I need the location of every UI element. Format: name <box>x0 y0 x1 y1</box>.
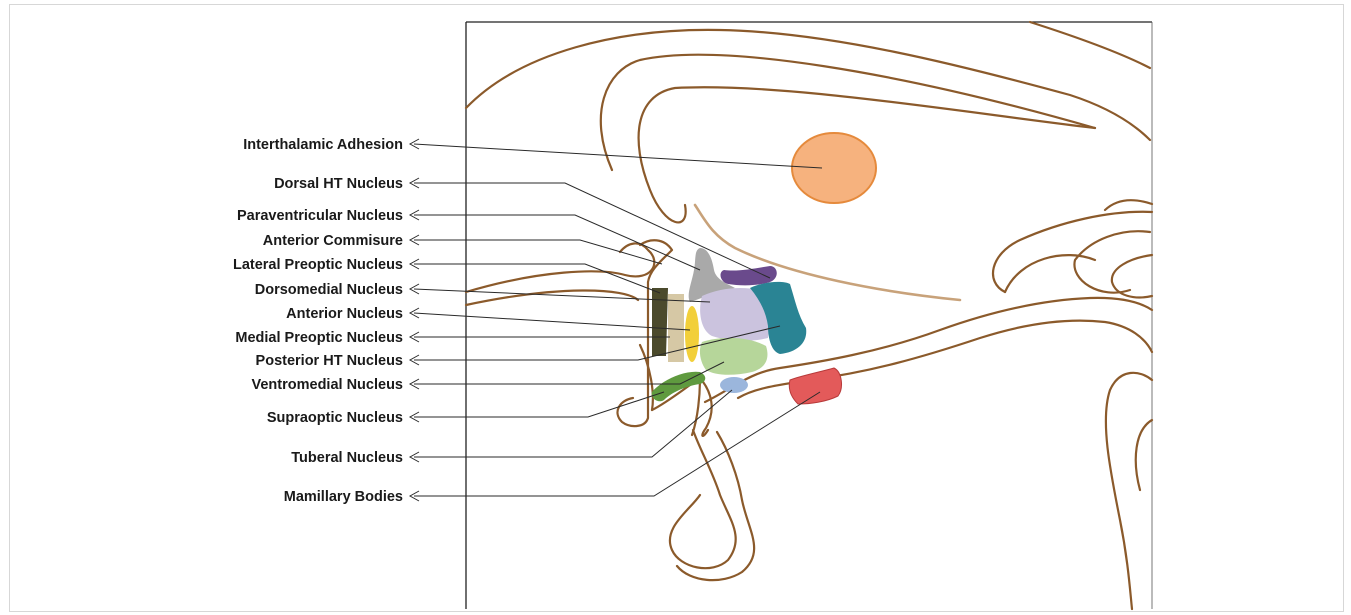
label-dorsal-ht-nucleus: Dorsal HT Nucleus <box>274 176 403 192</box>
anterior-nucleus-shape <box>685 306 699 362</box>
label-posterior-ht-nucleus: Posterior HT Nucleus <box>256 353 403 369</box>
leader-arrowheads <box>410 139 419 501</box>
brain-outlines <box>466 22 1152 609</box>
label-lateral-preoptic-nucleus: Lateral Preoptic Nucleus <box>233 257 403 273</box>
label-tuberal-nucleus: Tuberal Nucleus <box>291 450 403 466</box>
lateral-preoptic-shape <box>652 288 668 356</box>
labels: Interthalamic Adhesion Dorsal HT Nucleus… <box>233 137 403 505</box>
label-anterior-commisure: Anterior Commisure <box>263 233 403 249</box>
label-anterior-nucleus: Anterior Nucleus <box>286 306 403 322</box>
fornix <box>695 205 960 300</box>
label-supraoptic-nucleus: Supraoptic Nucleus <box>267 410 403 426</box>
interthalamic-adhesion-shape <box>792 133 876 203</box>
mamillary-shape <box>789 368 841 404</box>
label-paraventricular-nucleus: Paraventricular Nucleus <box>237 208 403 224</box>
label-interthalamic-adhesion: Interthalamic Adhesion <box>243 137 403 153</box>
label-ventromedial-nucleus: Ventromedial Nucleus <box>252 377 404 393</box>
nuclei <box>652 133 876 404</box>
label-dorsomedial-nucleus: Dorsomedial Nucleus <box>255 282 403 298</box>
supraoptic-shape <box>652 372 706 402</box>
label-mamillary-bodies: Mamillary Bodies <box>284 489 403 505</box>
label-medial-preoptic-nucleus: Medial Preoptic Nucleus <box>235 330 403 346</box>
dorsal-ht-shape <box>721 266 777 285</box>
tuberal-shape <box>720 377 748 393</box>
